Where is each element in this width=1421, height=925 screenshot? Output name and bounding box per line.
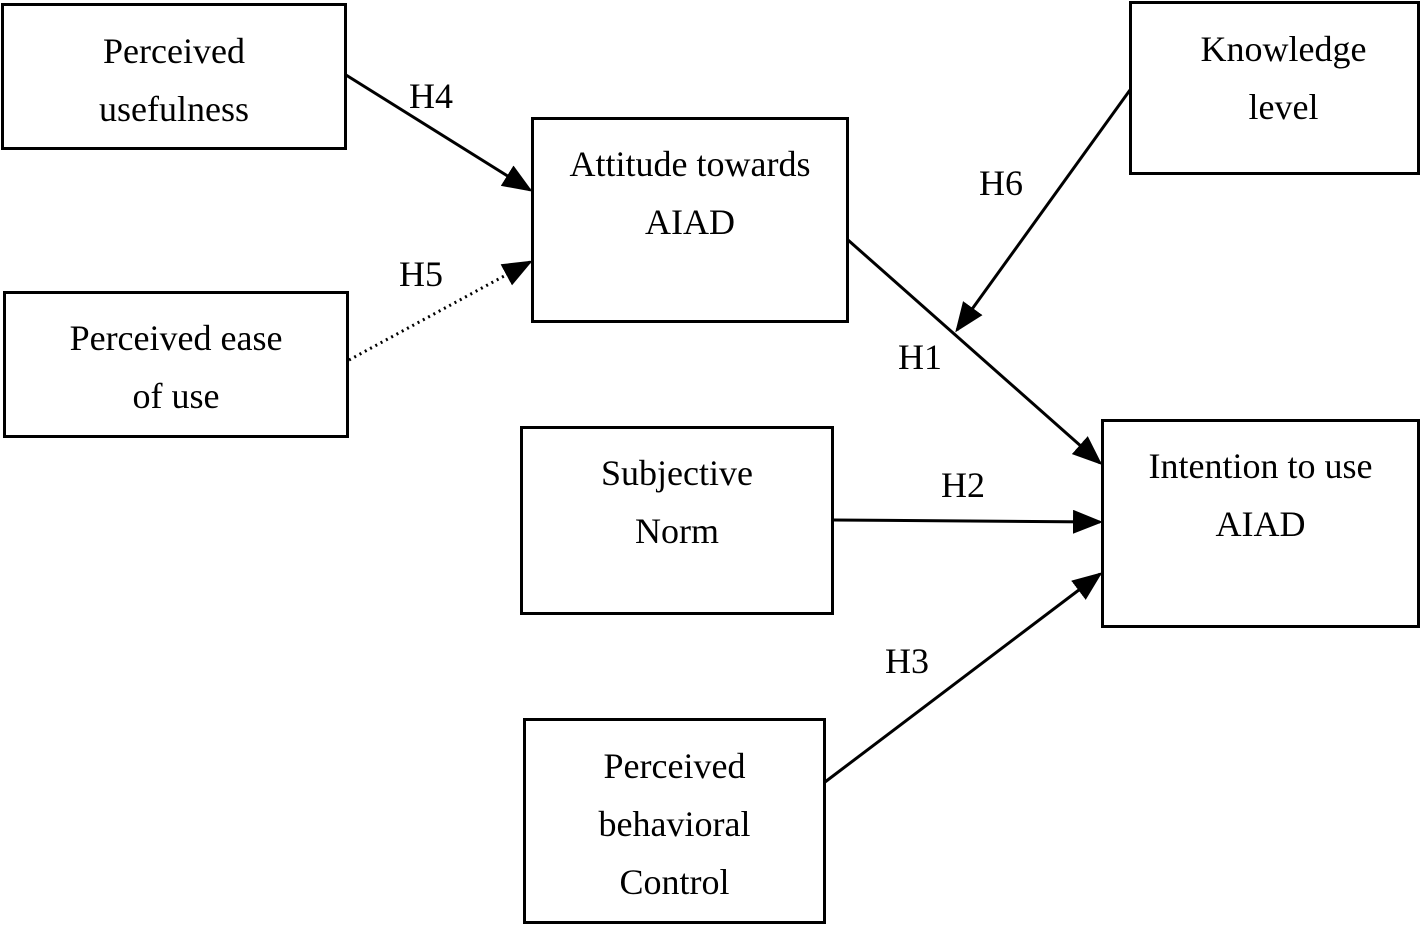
arrow-h6 [955,89,1132,333]
node-perceived-behavioral-control: Perceived behavioral Control [523,718,826,924]
node-perceived-behavioral-control-label: Perceived behavioral Control [598,746,751,902]
arrow-h5 [348,260,533,362]
node-perceived-usefulness-label: Perceived usefulness [99,31,249,129]
arrow-h1 [847,238,1103,465]
node-knowledge-level-label: Knowledge level [1200,29,1367,127]
node-perceived-usefulness: Perceived usefulness [1,3,347,150]
node-subjective-norm: Subjective Norm [520,426,834,615]
edge-label-h6: H6 [979,163,1023,203]
node-intention-to-use-aiad-label: Intention to use AIAD [1148,446,1373,544]
edge-label-h1: H1 [898,337,942,377]
node-perceived-ease-of-use-label: Perceived ease of use [69,318,283,416]
edge-label-h3: H3 [885,641,929,681]
node-subjective-norm-label: Subjective Norm [601,453,753,551]
arrow-h4 [345,73,533,192]
arrow-h2 [832,509,1103,534]
node-perceived-ease-of-use: Perceived ease of use [3,291,349,438]
node-knowledge-level: Knowledge level [1129,1,1420,175]
node-intention-to-use-aiad: Intention to use AIAD [1101,419,1420,628]
edge-label-h2: H2 [941,465,985,505]
arrow-h3 [824,572,1103,784]
node-attitude-towards-aiad: Attitude towards AIAD [531,117,849,323]
edge-label-h5: H5 [399,254,443,294]
node-attitude-towards-aiad-label: Attitude towards AIAD [569,144,811,242]
edge-label-h4: H4 [409,76,453,116]
